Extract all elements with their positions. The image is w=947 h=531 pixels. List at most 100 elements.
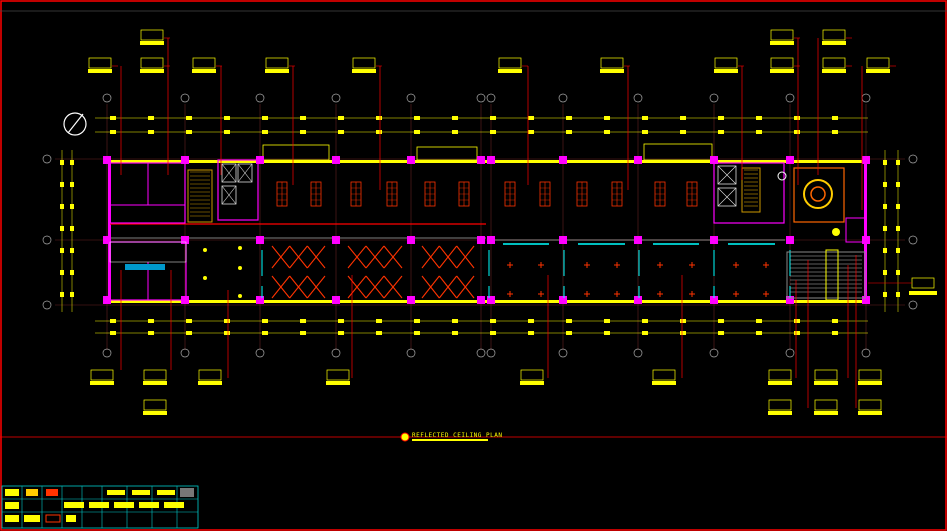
structural-column	[103, 236, 111, 244]
dimension-tick	[566, 116, 572, 120]
elevator-core	[217, 159, 259, 221]
ceiling-pattern	[347, 245, 367, 269]
grid-bubble-icon	[180, 348, 190, 358]
tag-box	[858, 399, 882, 411]
dimension-tick	[376, 331, 382, 335]
legend-swatch	[64, 502, 84, 508]
structural-column	[332, 296, 340, 304]
tag-box	[193, 58, 215, 68]
dimension-tick	[896, 160, 900, 165]
dimension-tick	[832, 319, 838, 323]
dimension-tick	[414, 331, 420, 335]
dimension-tick	[832, 116, 838, 120]
dimension-tick	[148, 130, 154, 134]
dimension-tick	[642, 130, 648, 134]
grid-bubble-icon	[908, 154, 918, 164]
elevator-car	[221, 185, 237, 205]
tag-underline	[520, 381, 544, 385]
tag-underline	[192, 69, 216, 73]
dimension-tick	[680, 130, 686, 134]
downlight-icon	[238, 246, 242, 250]
north-arrow-icon	[67, 113, 84, 134]
grid-bubble-icon	[42, 300, 52, 310]
dimension-tick	[60, 270, 64, 275]
dimension-tick	[376, 130, 382, 134]
dimension-tick	[883, 160, 887, 165]
dimension-tick	[896, 248, 900, 253]
dimension-tick	[376, 319, 382, 323]
legend-swatch	[157, 490, 175, 495]
structural-column	[256, 296, 264, 304]
dimension-tick	[224, 116, 230, 120]
tag-underline	[822, 69, 846, 73]
dimension-tick	[566, 319, 572, 323]
structural-column	[786, 156, 794, 164]
right-room	[845, 217, 867, 243]
dimension-tick	[414, 130, 420, 134]
tag-underline	[140, 41, 164, 45]
dimension-tick	[376, 116, 382, 120]
ceiling-pattern	[365, 275, 385, 299]
dimension-tick	[70, 160, 74, 165]
structural-column	[332, 156, 340, 164]
ceiling-pattern	[383, 245, 403, 269]
tag-box	[866, 57, 890, 69]
grid-bubble-icon	[255, 348, 265, 358]
downlight-icon	[203, 276, 207, 280]
dimension-tick	[60, 226, 64, 231]
dimension-tick	[452, 319, 458, 323]
tag-underline	[866, 69, 890, 73]
tag-underline	[858, 381, 882, 385]
ceiling-pattern	[289, 245, 308, 269]
structural-column	[786, 296, 794, 304]
tag-underline	[909, 291, 937, 295]
dimension-tick	[680, 319, 686, 323]
structural-column	[181, 236, 189, 244]
structural-column	[332, 236, 340, 244]
dimension-tick	[70, 226, 74, 231]
dimension-tick	[148, 319, 154, 323]
grid-bubble-icon	[331, 93, 341, 103]
structural-column	[634, 296, 642, 304]
ceiling-pattern	[306, 275, 326, 299]
tag-box	[601, 58, 623, 68]
dimension-tick	[756, 319, 762, 323]
tag-box	[768, 369, 792, 381]
dimension-tick	[262, 319, 268, 323]
dimension-tick	[883, 270, 887, 275]
tag-underline	[600, 69, 624, 73]
structural-column	[634, 236, 642, 244]
north-arrow-icon	[63, 112, 87, 136]
ceiling-pattern	[438, 275, 458, 299]
dimension-tick	[896, 204, 900, 209]
grid-bubble-icon	[42, 154, 52, 164]
ceiling-pattern	[271, 275, 291, 299]
ceiling-pattern	[271, 245, 291, 269]
dimension-tick	[110, 319, 116, 323]
grid-bubble-icon	[255, 93, 265, 103]
elevator-x	[717, 165, 737, 185]
ceiling-pattern	[365, 245, 385, 269]
tag-box	[822, 57, 846, 69]
legend-swatch	[139, 502, 159, 508]
structural-column	[487, 156, 495, 164]
spiral-stair-icon	[810, 186, 826, 202]
tag-box	[192, 57, 216, 69]
dimension-tick	[642, 319, 648, 323]
grid-bubble-icon	[908, 235, 918, 245]
dimension-tick	[718, 116, 724, 120]
structural-column	[256, 156, 264, 164]
tag-box	[858, 369, 882, 381]
stair-upper	[187, 169, 213, 223]
ceiling-pattern	[347, 275, 367, 299]
structural-column	[559, 236, 567, 244]
dimension-tick	[414, 319, 420, 323]
dimension-tick	[756, 116, 762, 120]
grid-bubble-icon	[785, 348, 795, 358]
dimension-tick	[896, 182, 900, 187]
tag-underline	[143, 411, 167, 415]
structural-column	[559, 296, 567, 304]
structural-column	[103, 156, 111, 164]
